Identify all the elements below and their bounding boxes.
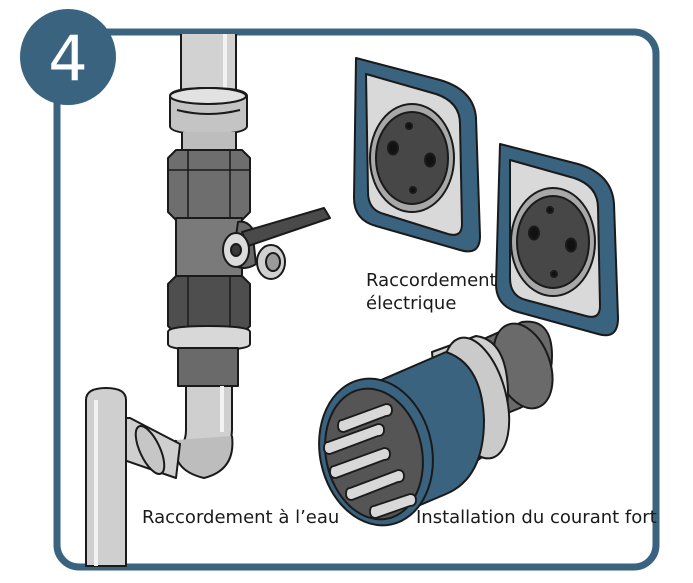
step-number: 4 <box>48 22 87 95</box>
cee-plug-icon <box>318 320 554 527</box>
water-pipe-icon <box>85 34 251 567</box>
socket-icon <box>353 57 619 337</box>
label-power: Installation du courant fort <box>416 507 657 528</box>
label-electrical-line1: Raccordement <box>366 270 497 291</box>
valve-icon <box>222 207 331 280</box>
step-badge: 4 <box>20 9 116 105</box>
label-electrical-line2: électrique <box>366 293 456 314</box>
label-water: Raccordement à l’eau <box>142 507 339 528</box>
